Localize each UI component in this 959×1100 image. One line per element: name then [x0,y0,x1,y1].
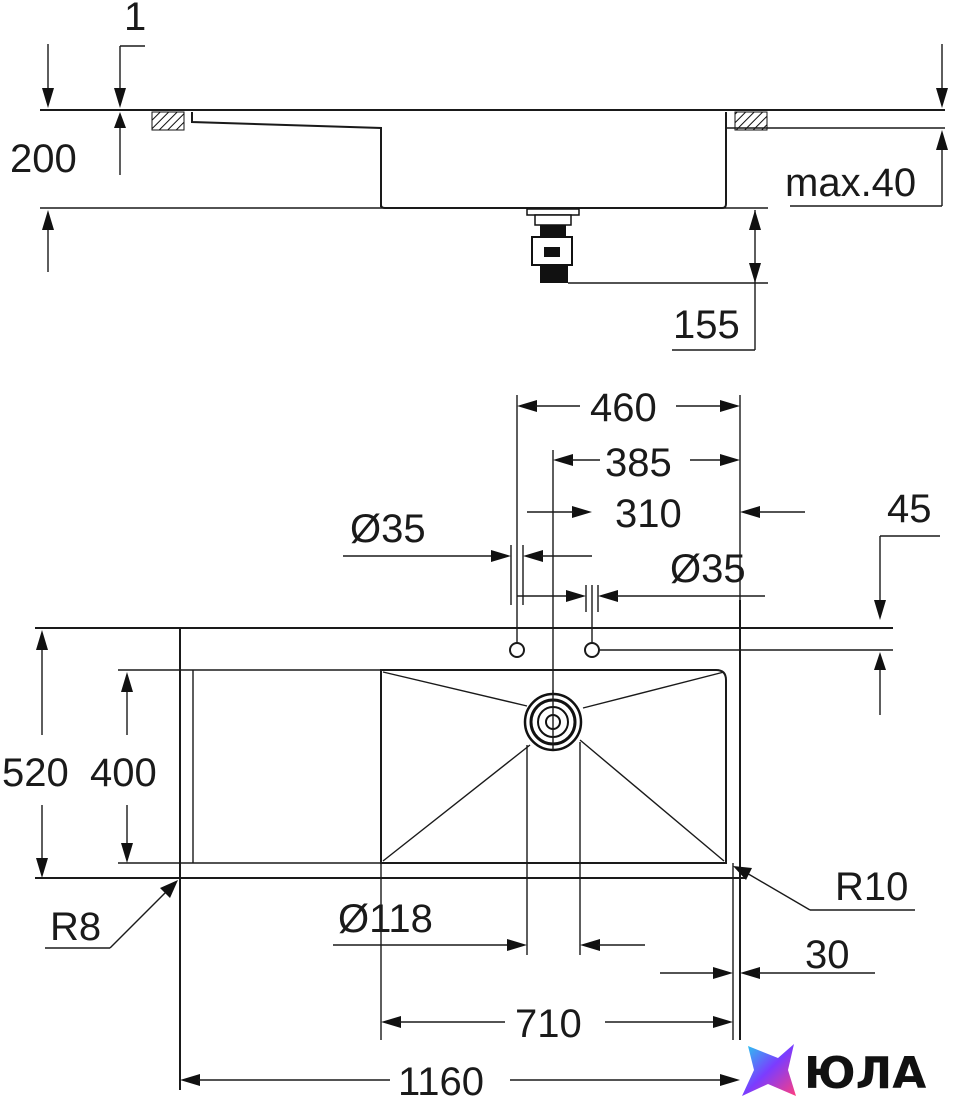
bowl-outline [380,669,727,864]
bowl-fold-tl [382,671,528,707]
tap-hole-right [584,642,600,658]
dim-label-155: 155 [673,303,740,347]
bowl-fold-bl [382,744,531,862]
dim-label-460: 460 [590,386,657,430]
dim-label-400: 400 [90,751,157,795]
dim-label-710: 710 [515,1002,582,1046]
tap-hole-left [509,642,525,658]
yula-star-icon [742,1044,796,1096]
top-view: 460 385 310 Ø35 Ø35 45 [2,386,940,1100]
dim-label-d35-left: Ø35 [350,507,426,551]
bowl-fold-br [579,739,725,862]
dim-label-385: 385 [605,441,672,485]
left-clamp [151,111,185,131]
yula-logo: ЮЛА [742,1044,926,1099]
yula-logo-text: ЮЛА [804,1048,926,1099]
dim-label-200: 200 [10,137,77,181]
dim-label-520: 520 [2,751,69,795]
drain-fitting [526,208,580,283]
right-clamp [734,111,768,131]
side-view: 1 200 max.40 155 [10,0,948,351]
dim-label-45: 45 [887,487,932,531]
dim-label-d35-right: Ø35 [670,547,746,591]
bowl-profile [380,112,727,209]
dim-label-1160: 1160 [398,1060,484,1100]
drainboard-profile [191,112,382,207]
dim-label-1: 1 [124,0,146,39]
dim-label-r10: R10 [835,865,908,909]
dim-label-310: 310 [615,492,682,536]
dim-label-30: 30 [805,933,850,977]
bowl-fold-tr [582,671,725,709]
dim-label-max40: max.40 [785,161,916,205]
dim-label-r8: R8 [50,905,101,949]
dim-label-d118: Ø118 [338,897,433,941]
